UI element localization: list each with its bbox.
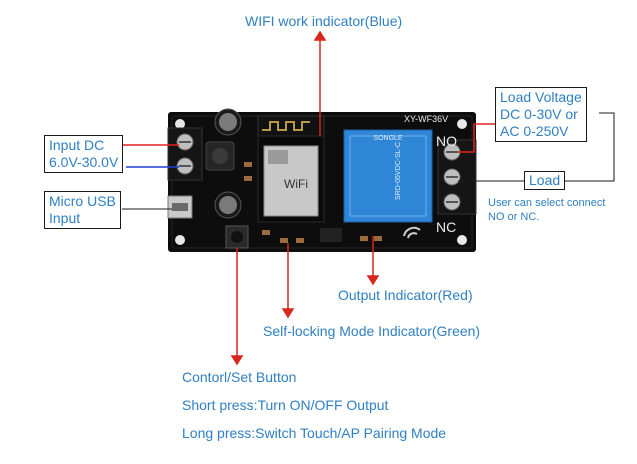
relay: SONGLE SRD-05VDC-SL-C: [343, 129, 433, 223]
long-press-label: Long press:Switch Touch/AP Pairing Mode: [182, 425, 447, 441]
wifi-module: WiFi: [257, 115, 325, 223]
load-voltage-to-load-line: [565, 112, 615, 182]
load-voltage-label: Load Voltage DC 0-30V or AC 0-250V: [495, 87, 587, 142]
self-locking-indicator-label: Self-locking Mode Indicator(Green): [263, 323, 481, 339]
load-voltage-line3: AC 0-250V: [500, 123, 569, 139]
callout-arrows: [230, 30, 380, 366]
capacitors: [214, 108, 242, 219]
connect-note: User can select connect NO or NC.: [488, 196, 605, 224]
micro-usb-port: [167, 195, 193, 219]
control-button-label: Contorl/Set Button: [182, 369, 297, 385]
control-set-button: [225, 225, 249, 249]
inductor: [205, 141, 235, 171]
input-terminal-block: [167, 127, 203, 181]
load-voltage-line1: Load Voltage: [500, 89, 582, 105]
output-indicator-label: Output Indicator(Red): [338, 287, 473, 303]
wifi-module-text: WiFi: [284, 177, 308, 191]
short-press-label: Short press:Turn ON/OFF Output: [182, 397, 389, 413]
micro-usb-label: Micro USB Input: [44, 191, 121, 229]
micro-usb-line2: Input: [49, 210, 81, 226]
load-label: Load: [524, 171, 566, 190]
smd-components: [244, 162, 382, 243]
micro-usb-line1: Micro USB: [49, 193, 116, 209]
board-nc-text: NC: [436, 219, 456, 235]
input-dc-line2: 6.0V-30.0V: [49, 154, 119, 170]
board-no-text: NO: [436, 133, 457, 149]
wifi-indicator-label: WIFI work indicator(Blue): [245, 13, 403, 29]
load-voltage-line2: DC 0-30V or: [500, 106, 578, 122]
wifi-logo: [403, 226, 421, 239]
connect-note-line2: NO or NC.: [488, 211, 540, 223]
connect-note-line1: User can select connect: [488, 197, 606, 209]
input-dc-label: Input DC 6.0V-30.0V: [44, 135, 124, 173]
board-model: XY-WF36V: [404, 114, 448, 124]
output-terminal-block: [437, 139, 477, 215]
load-voltage-wire: [458, 123, 498, 153]
input-dc-line1: Input DC: [49, 137, 105, 153]
relay-brand: SONGLE: [373, 135, 403, 142]
relay-text: SRD-05VDC-SL-C: [395, 142, 402, 200]
